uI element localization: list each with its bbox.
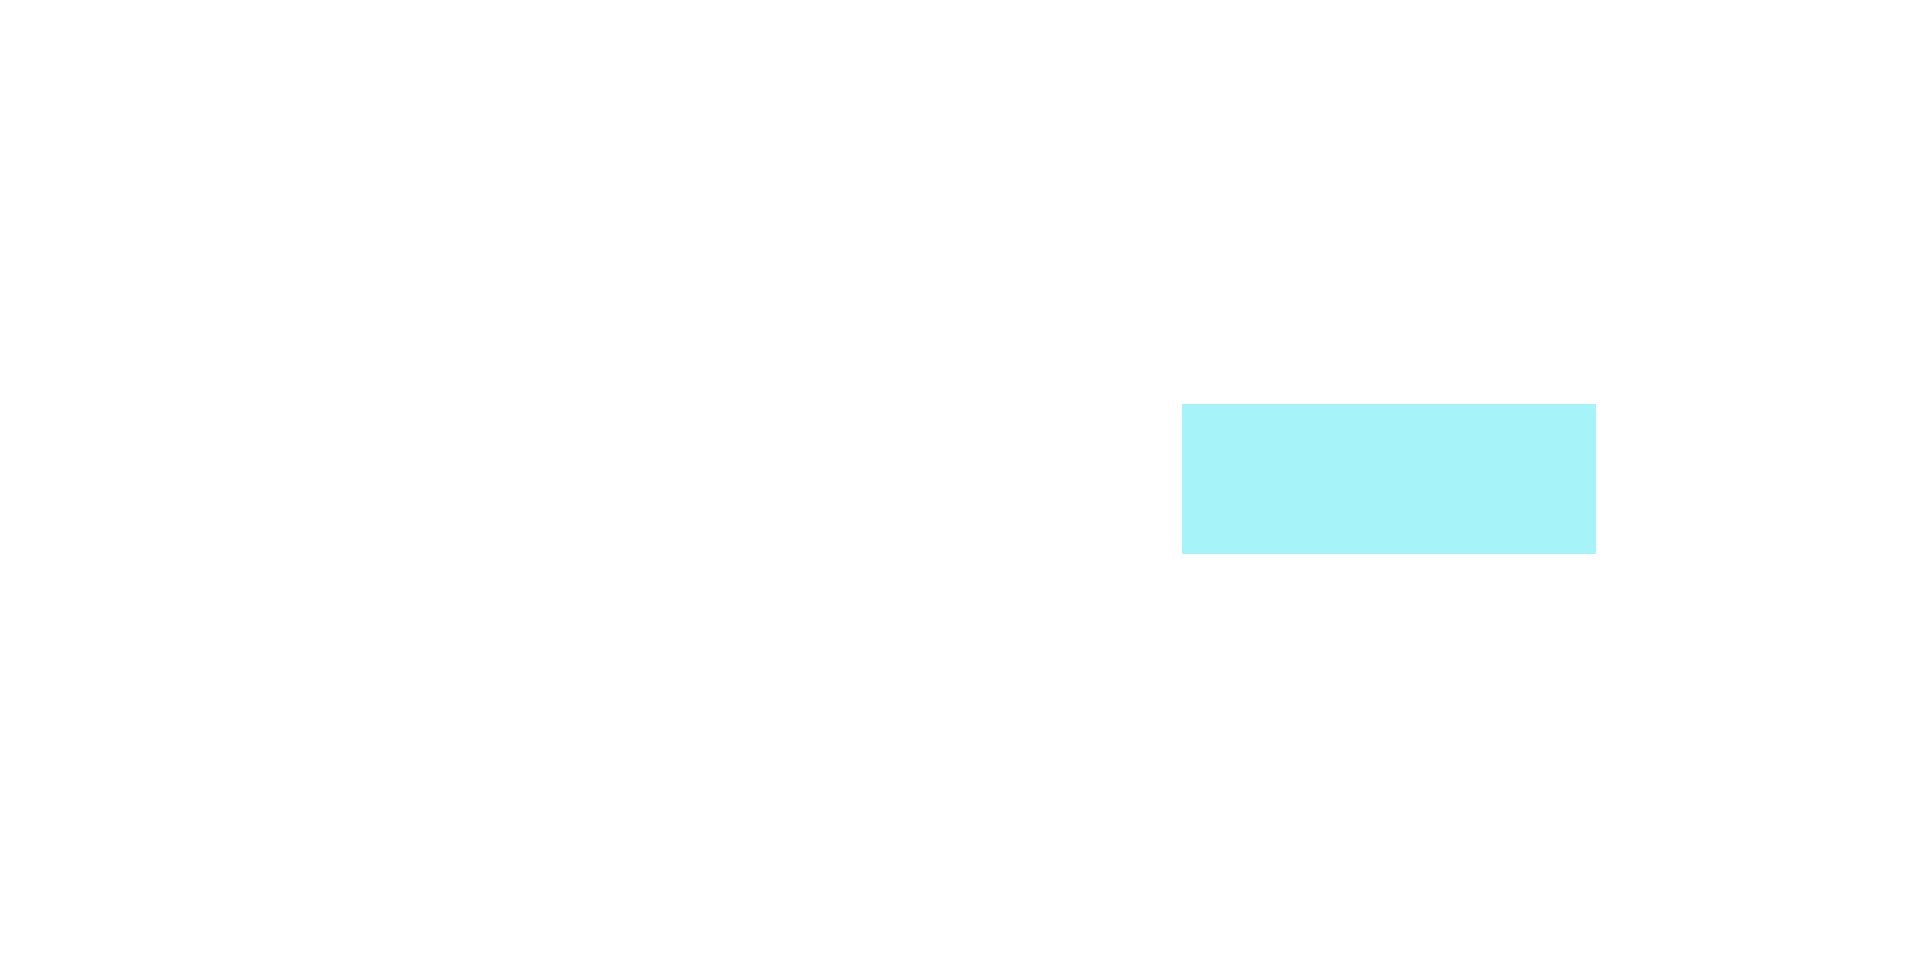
highlight-rectangle <box>1182 404 1596 554</box>
